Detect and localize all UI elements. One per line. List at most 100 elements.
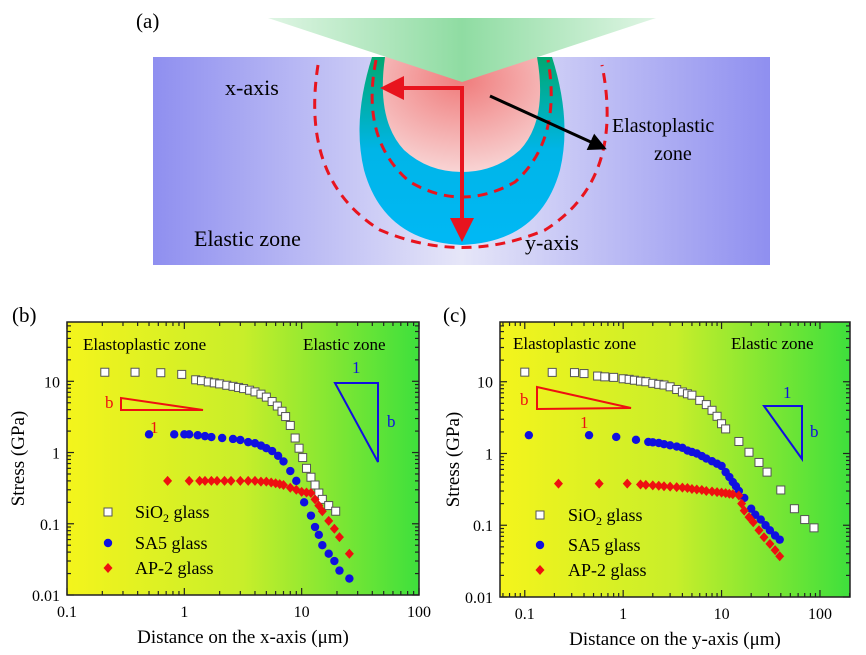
data-point-square [272,401,282,411]
data-point-square [609,372,619,382]
legend-label: SiO2 glass [135,502,210,525]
data-point-diamond [724,488,734,499]
data-point-square [317,494,327,504]
data-point-diamond [278,480,288,491]
data-point-diamond [344,548,354,559]
elastoplastic-pointer-arrow [489,94,607,150]
data-point-circle [687,447,697,457]
legend-label: SA5 glass [568,535,641,555]
data-point-square [314,488,324,498]
y-axis-title: Stress (GPa) [8,411,29,507]
red-slope-triangle [120,396,204,411]
x-tick-label: 0.1 [57,604,77,621]
data-point-square [648,378,658,388]
data-point-square [687,390,697,400]
data-point-diamond [235,475,245,486]
data-point-square [156,368,166,378]
data-point-circle [683,446,692,455]
data-point-circle [725,472,734,482]
x-tick-label: 100 [407,604,431,621]
data-point-square [547,367,557,377]
data-point-diamond [701,486,711,497]
data-point-square [721,424,731,434]
data-point-square [600,372,610,382]
data-point-diamond [765,538,775,549]
y-tick-label: 0.01 [32,588,60,605]
x-tick-label: 1 [180,604,188,621]
data-point-square [250,387,260,397]
y-tick-label: 0.1 [473,518,493,535]
data-point-square [754,457,764,467]
data-point-square [579,369,589,379]
data-point-diamond [739,505,749,516]
data-point-square [800,515,810,525]
data-point-square [629,375,639,385]
x-axis-title: Distance on the x-axis (μm) [137,627,349,648]
data-point-square [712,411,722,421]
data-point-diamond [324,515,334,526]
data-point-square [569,368,579,378]
data-point-square [177,369,187,379]
legend-label-sub: 2 [596,514,602,528]
data-point-circle [631,435,641,445]
data-point-diamond [737,498,747,509]
panel-label: (c) [443,303,466,327]
data-point-circle [775,535,784,544]
legend-marker [103,538,113,548]
data-point-circle [524,430,534,440]
data-point-diamond [314,500,324,511]
data-point-square [677,387,687,397]
data-point-square [659,380,669,390]
data-point-diamond [712,487,722,498]
data-point-diamond [672,482,682,493]
data-point-circle [721,467,730,477]
data-point-circle [659,439,669,449]
legend-label: AP-2 glass [135,558,214,578]
legend-marker [103,563,113,573]
data-point-diamond [659,481,669,492]
x-tick-label: 10 [294,604,310,621]
legend-label: SiO2 glass [568,505,643,528]
red-slope-triangle [536,385,632,411]
plot-area [66,321,420,596]
data-point-square [310,480,320,490]
red-slope-b: b [105,393,114,412]
elastoplastic-zone-label: Elastoplastic [612,115,714,137]
data-point-diamond [648,480,658,491]
y-tick-label: 1 [52,446,60,463]
data-point-circle [751,510,760,519]
data-point-square [302,463,312,473]
data-point-diamond [302,487,312,498]
legend-marker [535,565,545,575]
data-point-square [331,506,341,516]
blue-slope-triangle [333,382,379,463]
elastic-zone-label: Elastic zone [731,334,814,353]
legend-label: AP-2 glass [568,560,647,580]
y-tick-label: 1 [485,446,493,463]
data-point-diamond [734,490,744,501]
data-point-square [665,382,675,392]
legend-label-rest: glass [169,502,210,522]
data-point-diamond [682,483,692,494]
data-point-circle [770,531,780,540]
data-point-square [776,485,786,495]
data-point-circle [250,439,260,448]
data-point-diamond [744,512,754,523]
data-point-square [215,379,225,389]
data-point-circle [217,433,227,443]
data-point-diamond [275,479,285,490]
data-point-square [100,367,110,377]
data-point-circle [310,522,320,532]
data-point-circle [734,486,744,496]
y-axis-label: y-axis [525,230,579,255]
data-point-diamond [654,480,664,491]
data-point-diamond [775,551,785,562]
data-point-square [695,395,705,405]
data-point-square [209,378,219,388]
data-point-diamond [195,475,205,486]
data-point-square [222,380,232,390]
data-point-diamond [721,488,731,499]
data-point-square [717,419,727,429]
blue-slope-1: 1 [352,358,361,377]
y-tick-label: 10 [477,375,493,392]
